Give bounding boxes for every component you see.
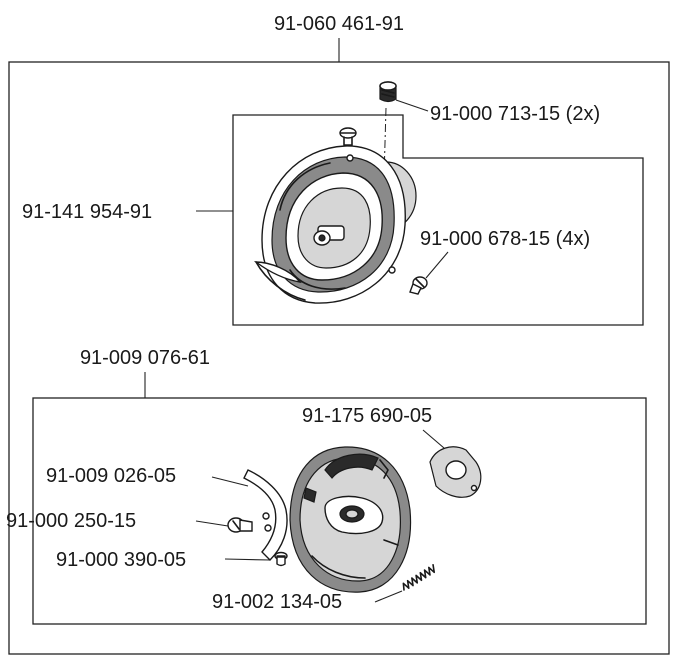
label-plate: 91-175 690-05 [302, 405, 432, 427]
label-hook-set: 91-141 954-91 [22, 201, 152, 223]
label-screw-top: 91-000 713-15 (2x) [430, 103, 600, 125]
label-bobbin-case-set: 91-009 076-61 [80, 347, 210, 369]
latch-screw-icon [227, 517, 253, 533]
label-spring: 91-002 134-05 [212, 591, 342, 613]
leader-spring [374, 590, 403, 603]
leader-screw-small [224, 558, 271, 561]
leader-screw-hook [425, 251, 449, 279]
leader-screw-top [395, 99, 429, 112]
bobbin-case-frame [32, 397, 647, 625]
screw-axis-line [383, 107, 387, 179]
leader-screw-latch [195, 520, 229, 527]
bobbin-case-icon [289, 446, 412, 593]
label-latch: 91-009 026-05 [46, 465, 176, 487]
label-main-assembly: 91-060 461-91 [274, 13, 404, 35]
hook-plate-icon [429, 446, 482, 498]
outer-frame [8, 61, 670, 655]
hook-screw-icon [409, 276, 428, 295]
set-screw-icon [379, 81, 397, 103]
rotary-hook-icon [253, 127, 417, 304]
label-screw-small: 91-000 390-05 [56, 549, 186, 571]
hook-set-frame [232, 114, 644, 326]
label-screw-hook: 91-000 678-15 (4x) [420, 228, 590, 250]
leader-latch [211, 476, 249, 487]
label-screw-latch: 91-000 250-15 [6, 510, 136, 532]
leader-plate [422, 429, 445, 449]
small-screw-icon [274, 551, 288, 567]
spring-icon [402, 563, 436, 591]
latch-icon [243, 469, 288, 561]
